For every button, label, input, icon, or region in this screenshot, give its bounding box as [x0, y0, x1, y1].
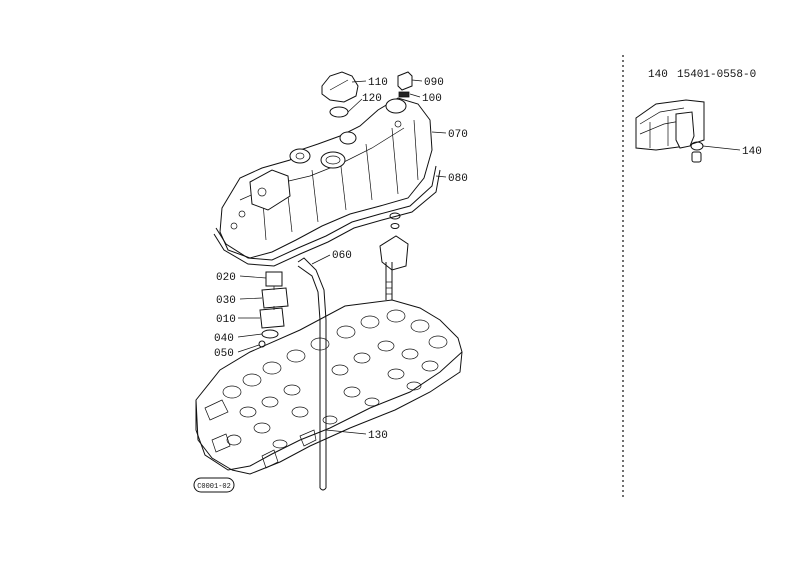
- callout-070: 070: [448, 129, 468, 141]
- callout-130: 130: [368, 430, 388, 442]
- cylinder-head-drawing: [195, 299, 463, 475]
- breather-pipe-drawing: [297, 257, 327, 491]
- callout-100: 100: [422, 93, 442, 105]
- callout-120: 120: [362, 93, 382, 105]
- callout-050: 050: [214, 348, 234, 360]
- callout-labels: 110 090 120 100 070 080 060 020 030 010 …: [214, 77, 468, 442]
- callout-040: 040: [214, 333, 234, 345]
- stud-assembly-drawing: [379, 212, 409, 300]
- diagram-id-badge: C0001-02: [193, 477, 235, 493]
- callout-090: 090: [424, 77, 444, 89]
- oil-filler-cap-drawing: [321, 71, 359, 118]
- callout-140: 140: [742, 146, 762, 158]
- inset-bracket-drawing: [635, 99, 741, 163]
- callout-020: 020: [216, 272, 236, 284]
- callout-030: 030: [216, 295, 236, 307]
- inset-ref: 140: [648, 69, 668, 81]
- diagram-id-text: C0001-02: [197, 483, 231, 491]
- inset-panel: 140 15401-0558-0 140: [635, 69, 762, 163]
- inset-part-number: 15401-0558-0: [677, 69, 756, 81]
- cap-nut-drawing: [397, 71, 413, 98]
- callout-010: 010: [216, 314, 236, 326]
- rocker-cover-drawing: [213, 97, 441, 267]
- callout-080: 080: [448, 173, 468, 185]
- callout-060: 060: [332, 250, 352, 262]
- callout-110: 110: [368, 77, 388, 89]
- leader-lines: [237, 79, 447, 435]
- nozzle-holder-drawing: [258, 271, 289, 348]
